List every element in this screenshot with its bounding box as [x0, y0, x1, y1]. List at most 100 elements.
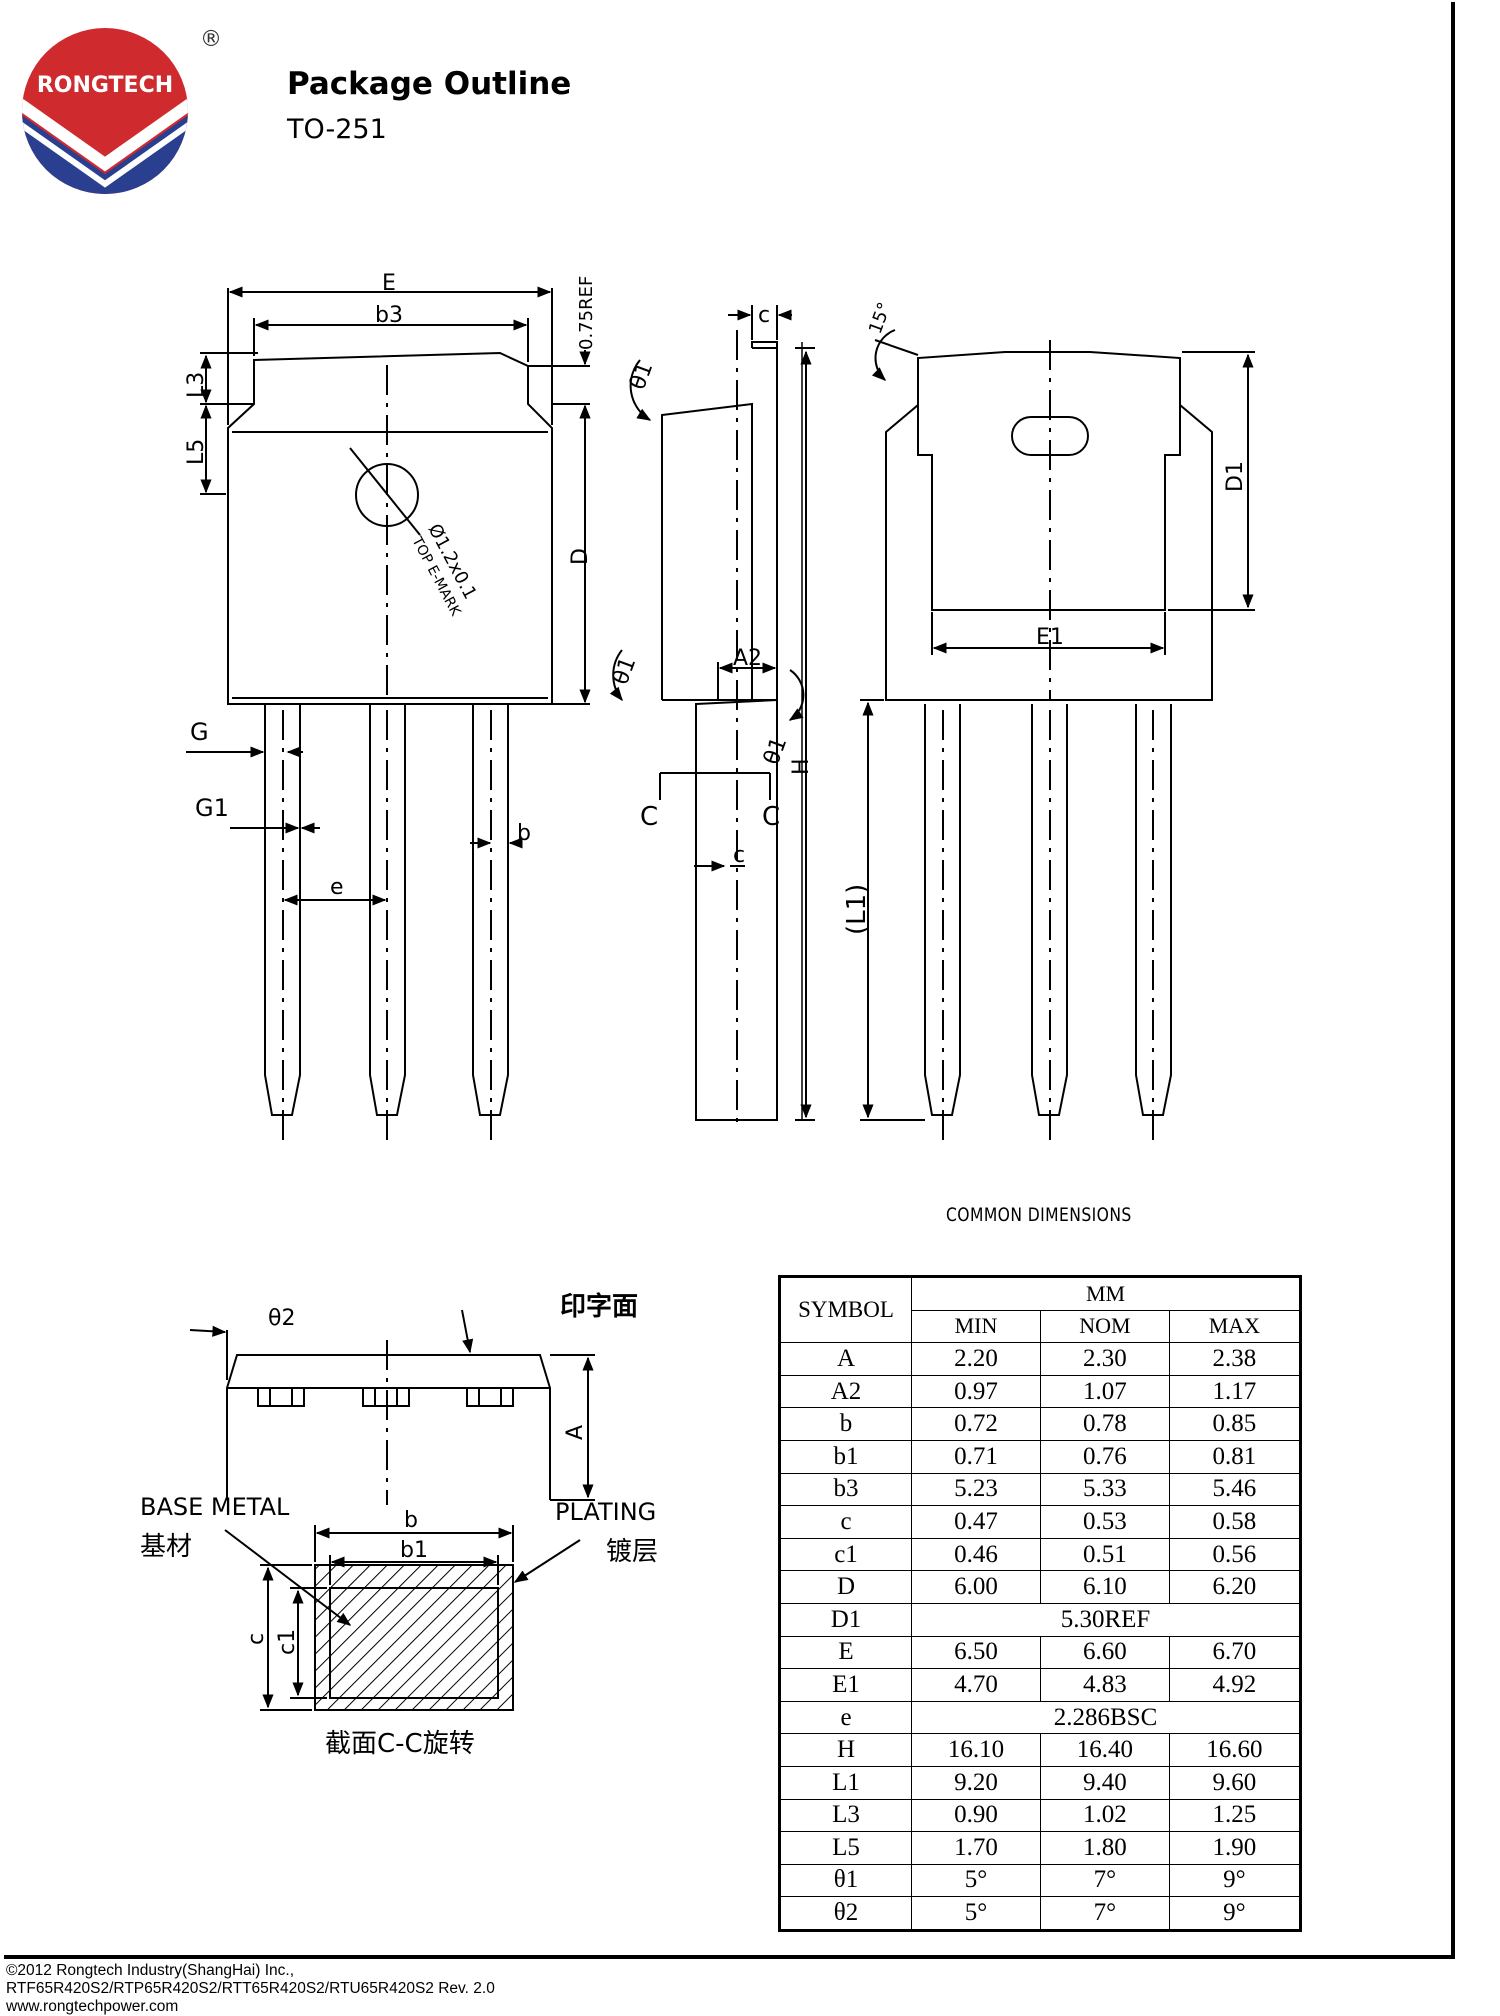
- nom-cell: 0.53: [1039, 1505, 1170, 1539]
- min-cell: 0.90: [911, 1798, 1041, 1833]
- max-cell: 16.60: [1168, 1733, 1302, 1767]
- min-cell: 9.20: [911, 1765, 1041, 1800]
- col-nom-header: NOM: [1039, 1309, 1170, 1344]
- col-max-header: MAX: [1168, 1309, 1302, 1344]
- nom-cell: 0.76: [1039, 1439, 1170, 1474]
- label-c-section: c: [244, 1633, 269, 1645]
- label-C-right: C: [762, 802, 780, 832]
- min-cell: 0.97: [911, 1374, 1041, 1409]
- back-view: [860, 329, 1255, 1140]
- label-c1: c1: [275, 1629, 300, 1655]
- label-L1: (L1): [842, 884, 872, 935]
- label-base-metal: BASE METAL: [140, 1493, 290, 1521]
- registered-mark: ®: [200, 27, 220, 52]
- label-L3: L3: [184, 372, 209, 398]
- symbol-cell: L1: [779, 1765, 912, 1800]
- symbol-cell: D1: [779, 1602, 912, 1637]
- label-plating-cn: 镀层: [606, 1537, 658, 1567]
- label-e: e: [330, 875, 344, 900]
- page-title: Package Outline: [287, 66, 572, 102]
- min-cell: 1.70: [911, 1831, 1041, 1865]
- max-cell: 5.46: [1168, 1472, 1302, 1507]
- symbol-cell: b: [779, 1407, 912, 1441]
- nom-cell: 0.78: [1039, 1407, 1170, 1441]
- label-E1: E1: [1036, 625, 1064, 650]
- nom-cell: 7°: [1039, 1896, 1170, 1931]
- symbol-cell: θ1: [779, 1863, 912, 1898]
- label-G: G: [190, 718, 209, 746]
- max-cell: 6.70: [1168, 1635, 1302, 1670]
- min-cell: 5°: [911, 1863, 1041, 1898]
- side-view: [609, 305, 815, 1130]
- symbol-cell: e: [779, 1700, 912, 1735]
- unit-header: MM: [911, 1276, 1301, 1311]
- min-cell: 4.70: [911, 1668, 1041, 1702]
- front-view: [186, 286, 591, 1140]
- label-theta2: θ2: [268, 1306, 295, 1331]
- label-plating: PLATING: [555, 1498, 656, 1526]
- min-cell: 0.46: [911, 1537, 1041, 1572]
- label-base-metal-cn: 基材: [140, 1532, 192, 1562]
- symbol-cell: A2: [779, 1374, 912, 1409]
- page-subtitle: TO-251: [287, 114, 387, 145]
- symbol-cell: L5: [779, 1831, 912, 1865]
- symbol-cell: c1: [779, 1537, 912, 1572]
- footer-copyright: ©2012 Rongtech Industry(ShangHai) Inc.,: [6, 1962, 294, 1979]
- label-theta1-c: θ1: [759, 734, 792, 768]
- max-cell: 0.58: [1168, 1505, 1302, 1539]
- nom-cell: 1.07: [1039, 1374, 1170, 1409]
- max-cell: 1.90: [1168, 1831, 1302, 1865]
- logo-brand: RONGTECH: [37, 73, 173, 98]
- symbol-cell: A: [779, 1342, 912, 1376]
- footer-website: www.rongtechpower.com: [6, 1998, 179, 2015]
- label-c-top: c: [758, 303, 770, 328]
- footer: ©2012 Rongtech Industry(ShangHai) Inc., …: [6, 1962, 495, 2016]
- label-075ref: 0.75REF: [576, 276, 597, 350]
- label-mark-face: 印字面: [560, 1291, 638, 1322]
- symbol-cell: E: [779, 1635, 912, 1670]
- label-b3: b3: [375, 303, 403, 328]
- rongtech-logo: RONGTECH ®: [22, 27, 220, 194]
- min-cell: 5°: [911, 1896, 1041, 1931]
- symbol-cell: D: [779, 1570, 912, 1604]
- value-cell: 5.30REF: [911, 1602, 1301, 1637]
- end-view: [189, 1309, 595, 1505]
- symbol-cell: c: [779, 1505, 912, 1539]
- max-cell: 0.56: [1168, 1537, 1302, 1572]
- label-c-lead: c: [733, 843, 745, 868]
- nom-cell: 2.30: [1039, 1342, 1170, 1376]
- max-cell: 2.38: [1168, 1342, 1302, 1376]
- symbol-header: SYMBOL: [779, 1275, 912, 1344]
- label-C-left: C: [640, 802, 658, 832]
- label-A: A: [563, 1425, 588, 1440]
- symbol-cell: E1: [779, 1668, 912, 1702]
- symbol-cell: b3: [779, 1472, 912, 1507]
- label-D1: D1: [1223, 461, 1248, 492]
- label-D: D: [568, 548, 593, 565]
- cross-section: [224, 1525, 581, 1711]
- max-cell: 9°: [1168, 1863, 1302, 1898]
- label-E: E: [382, 271, 396, 296]
- nom-cell: 16.40: [1039, 1733, 1170, 1767]
- nom-cell: 9.40: [1039, 1765, 1170, 1800]
- nom-cell: 6.60: [1039, 1635, 1170, 1670]
- nom-cell: 1.02: [1039, 1798, 1170, 1833]
- label-G1: G1: [195, 794, 229, 822]
- min-cell: 6.50: [911, 1635, 1041, 1670]
